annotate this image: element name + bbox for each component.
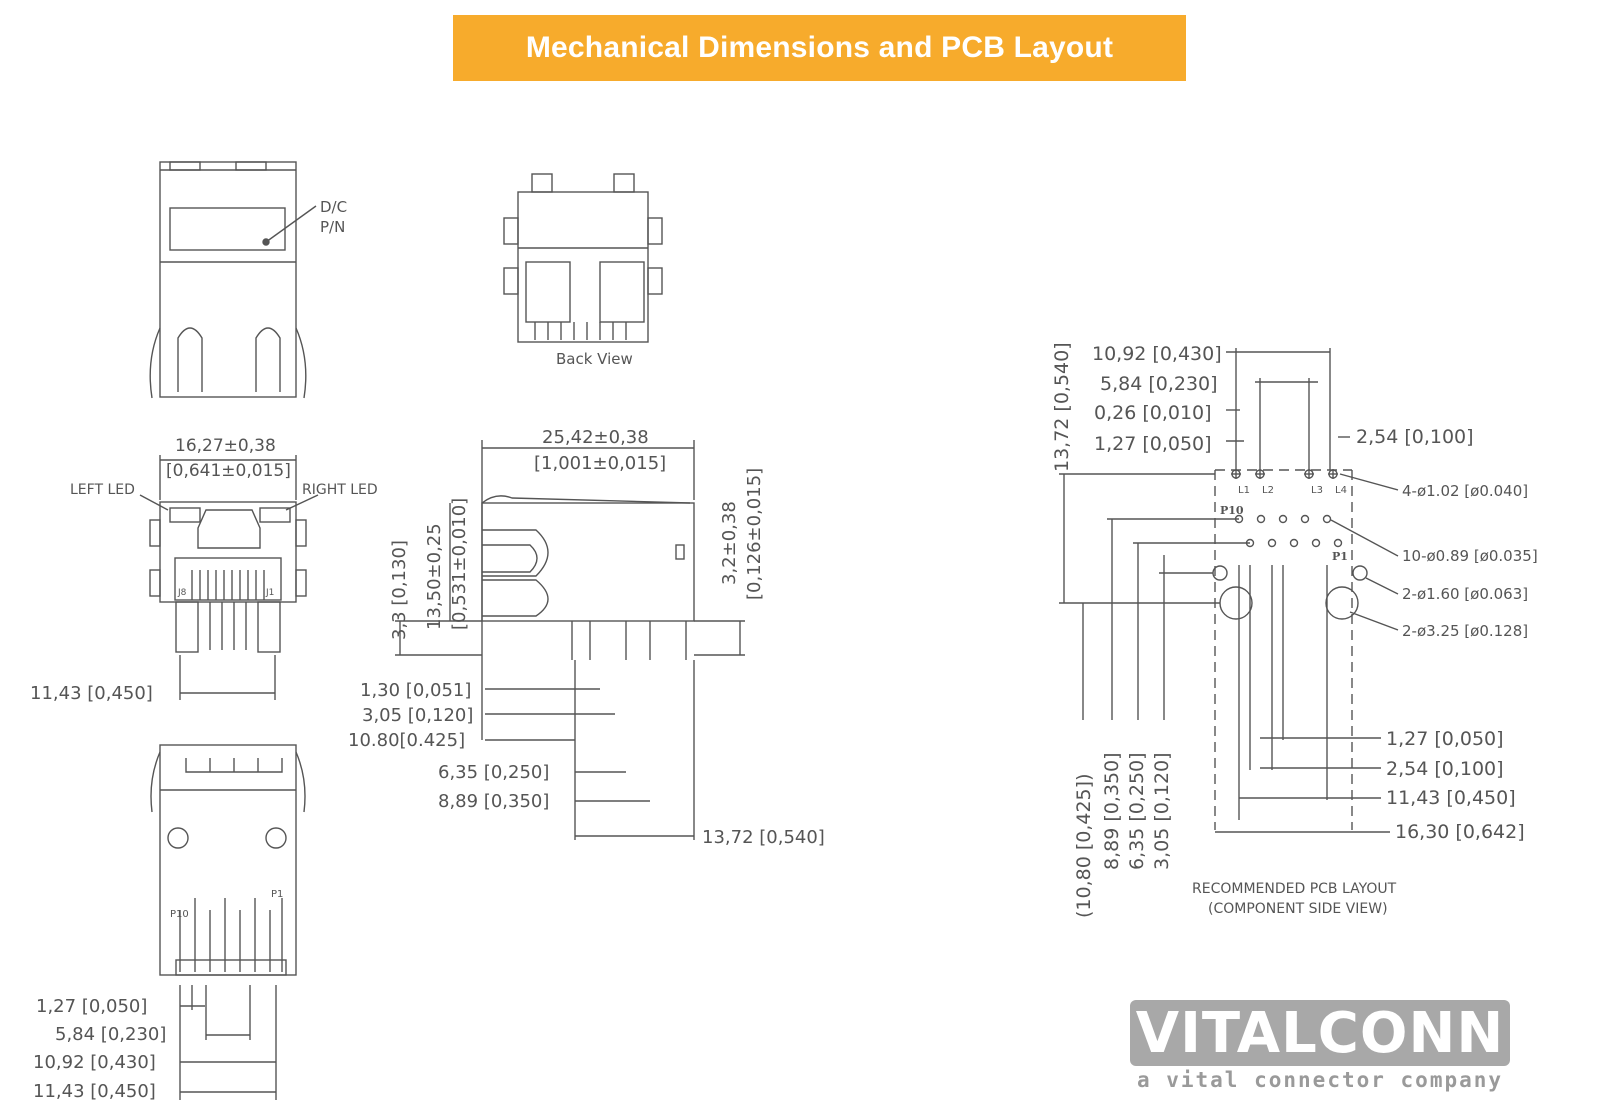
pcb-l2: L2: [1262, 485, 1274, 496]
pcb-top-d3: 0,26 [0,010]: [1094, 402, 1212, 424]
pcb-top-d1: 10,92 [0,430]: [1092, 343, 1222, 365]
pcb-layout: 10,92 [0,430] 5,84 [0,230] 0,26 [0,010] …: [1051, 342, 1538, 918]
pcb-v3: 6,35 [0,250]: [1126, 752, 1148, 870]
pcb-b1: 1,27 [0,050]: [1386, 728, 1504, 750]
back-view-caption: Back View: [556, 350, 633, 368]
bottom-p1: P1: [271, 889, 283, 900]
side-h-0-126: [0,126±0,015]: [744, 468, 765, 600]
front-body: [159, 161, 297, 398]
side-h-13-50: 13,50±0,25: [424, 523, 445, 630]
bottom-d3: 10,92 [0,430]: [33, 1052, 156, 1073]
logo-tagline: a vital connector company: [1136, 1068, 1504, 1092]
side-view: 25,42±0,38 [1,001±0,015] 3,3 [0,130] 13,…: [348, 427, 825, 848]
j1-label: J1: [265, 588, 274, 598]
bottom-d1: 1,27 [0,050]: [36, 996, 147, 1017]
logo-brand: VITALCONN: [1135, 1000, 1505, 1066]
pcb-left-v: 13,72 [0,540]: [1051, 342, 1073, 472]
j8-label: J8: [177, 588, 187, 598]
pcb-v4: 3,05 [0,120]: [1151, 752, 1173, 870]
pcb-b3: 11,43 [0,450]: [1386, 787, 1516, 809]
side-length-mm: 25,42±0,38: [542, 427, 649, 448]
pcb-v1: (10,80 [0,425]): [1073, 774, 1095, 918]
pcb-p10: P10: [1220, 504, 1244, 517]
pcb-l1: L1: [1238, 485, 1250, 496]
side-d5: 8,89 [0,350]: [438, 791, 549, 812]
led-view: 16,27±0,38 [0,641±0,015] LEFT LED RIGHT …: [30, 436, 378, 704]
bottom-p10: P10: [170, 909, 189, 920]
side-d4: 6,35 [0,250]: [438, 762, 549, 783]
vitalconn-logo: VITALCONN: [1130, 1000, 1510, 1066]
left-led-label: LEFT LED: [70, 482, 135, 498]
pcb-caption1: RECOMMENDED PCB LAYOUT: [1192, 881, 1397, 897]
pcb-caption2: (COMPONENT SIDE VIEW): [1208, 901, 1388, 917]
banner-title: Mechanical Dimensions and PCB Layout: [525, 31, 1114, 64]
side-length-in: [1,001±0,015]: [534, 453, 666, 474]
pcb-hole2: 10-ø0.89 [ø0.035]: [1402, 547, 1538, 565]
right-led-label: RIGHT LED: [302, 482, 378, 498]
front-view: D/C P/N: [149, 161, 347, 399]
pn-label: P/N: [320, 218, 345, 236]
pcb-top-d5: 2,54 [0,100]: [1356, 426, 1474, 448]
pcb-top-d4: 1,27 [0,050]: [1094, 433, 1212, 455]
side-d6: 13,72 [0,540]: [702, 827, 825, 848]
bottom-view: P1 P10 1,27 [0,050] 5,84 [0,230] 10,92 […: [33, 744, 306, 1102]
page-banner: Mechanical Dimensions and PCB Layout: [453, 15, 1186, 81]
side-h-0-531: [0,531±0,010]: [449, 498, 470, 630]
pcb-hole3: 2-ø1.60 [ø0.063]: [1402, 585, 1528, 603]
led-dim-11-43: 11,43 [0,450]: [30, 683, 153, 704]
side-h-3-2: 3,2±0,38: [719, 501, 740, 585]
pcb-l4: L4: [1335, 485, 1347, 496]
pcb-hole1: 4-ø1.02 [ø0.040]: [1402, 482, 1528, 500]
pcb-b4: 16,30 [0,642]: [1395, 821, 1525, 843]
side-h-3-3: 3,3 [0,130]: [389, 540, 410, 640]
side-d3: 10.80[0.425]: [348, 730, 465, 751]
side-d1: 1,30 [0,051]: [360, 680, 471, 701]
pcb-l3: L3: [1311, 485, 1323, 496]
led-width-mm: 16,27±0,38: [175, 436, 276, 456]
pcb-p1: P1: [1332, 550, 1348, 563]
side-d2: 3,05 [0,120]: [362, 705, 473, 726]
dc-label: D/C: [320, 198, 347, 216]
bottom-d4: 11,43 [0,450]: [33, 1081, 156, 1102]
back-view: Back View: [503, 173, 663, 368]
pcb-top-d2: 5,84 [0,230]: [1100, 373, 1218, 395]
pcb-b2: 2,54 [0,100]: [1386, 758, 1504, 780]
led-width-in: [0,641±0,015]: [166, 461, 291, 481]
pcb-v2: 8,89 [0,350]: [1101, 752, 1123, 870]
bottom-d2: 5,84 [0,230]: [55, 1024, 166, 1045]
pcb-hole4: 2-ø3.25 [ø0.128]: [1402, 622, 1528, 640]
